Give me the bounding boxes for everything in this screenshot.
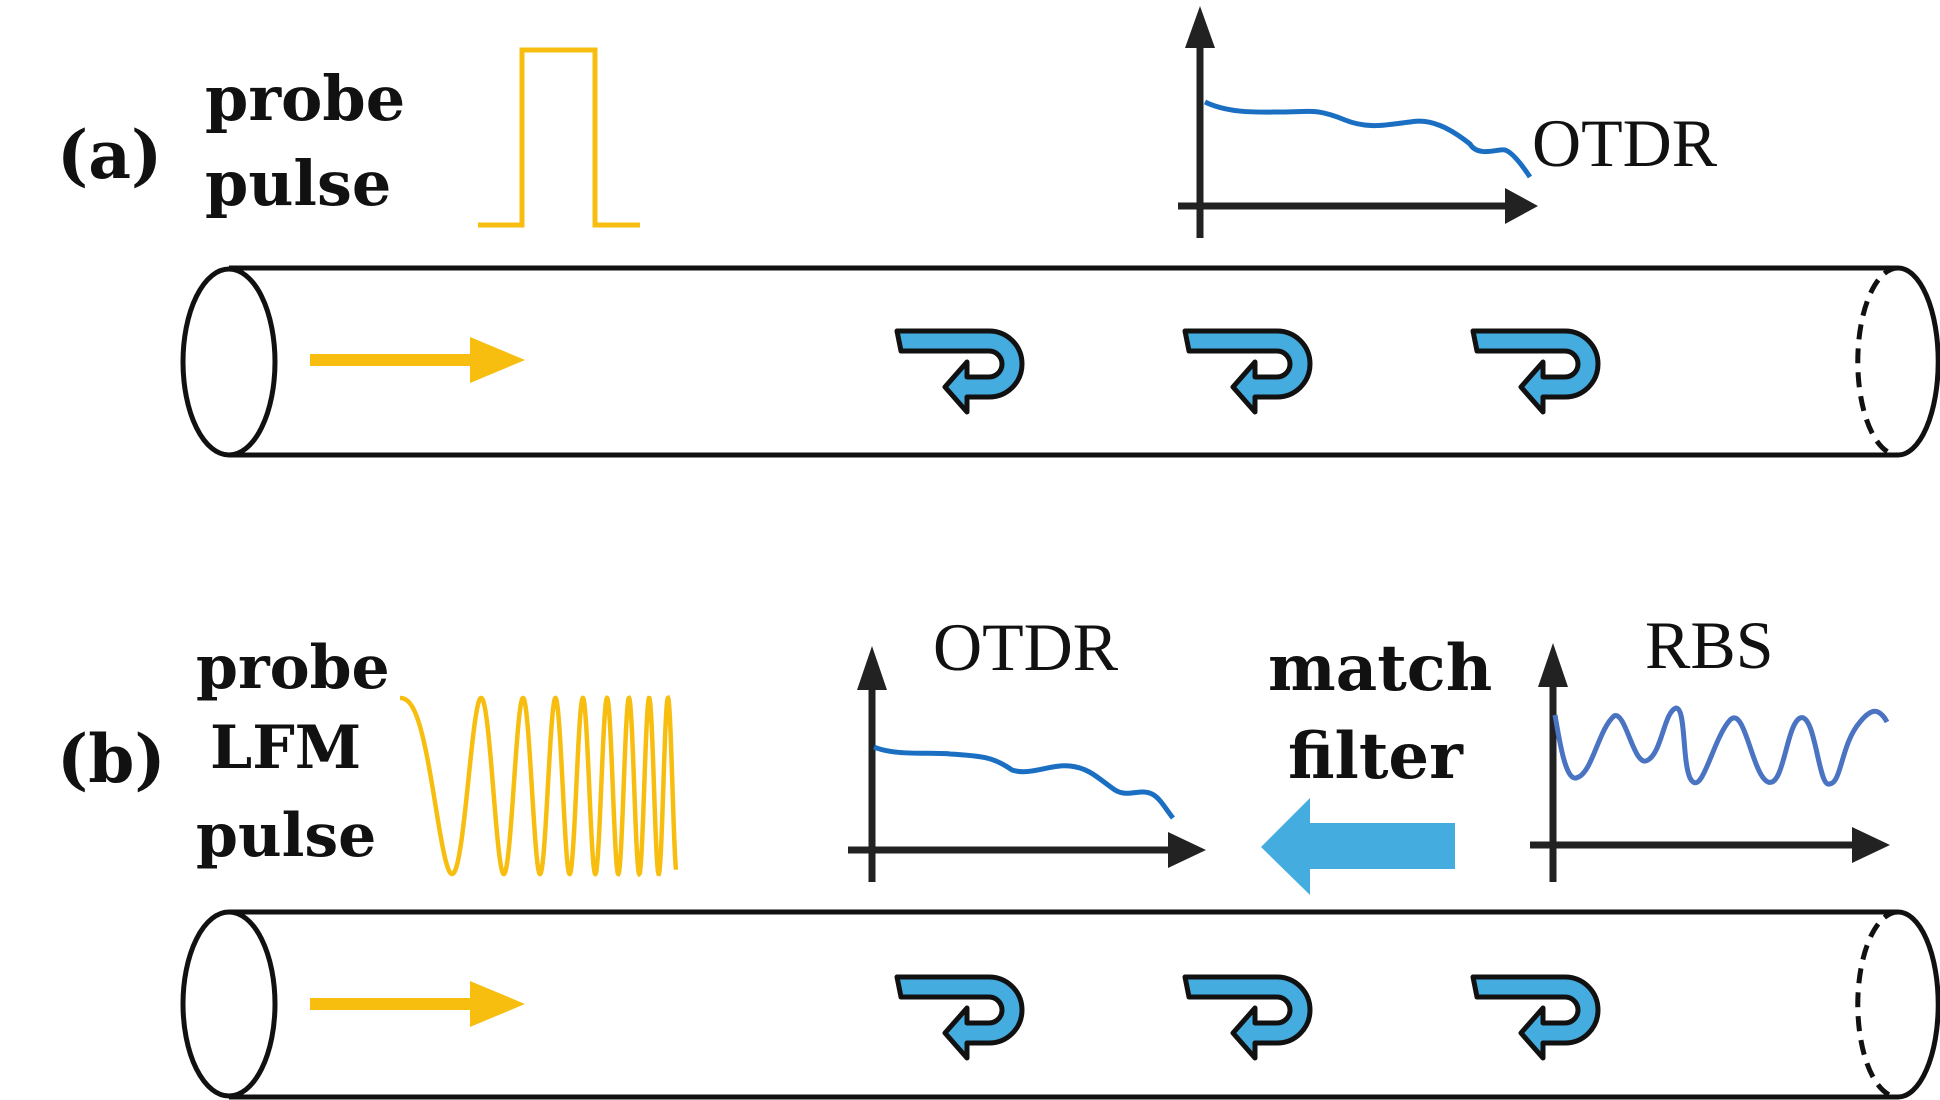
u-turn-arrow-icon [1473, 977, 1598, 1058]
u-turn-arrow-icon [897, 331, 1022, 412]
fiber-a-far-end [1855, 265, 1899, 458]
otdr-trace-curve-b [873, 744, 1175, 820]
match-filter-label-line1: match [1268, 631, 1492, 706]
right-arrow-icon [310, 981, 525, 1027]
rbs-signal-curve [1552, 705, 1890, 787]
otdr-trace-plot-b: OTDR [848, 609, 1206, 882]
fiber-a-input-end [180, 266, 278, 458]
u-turn-arrow-icon [1185, 977, 1310, 1058]
u-turn-arrow-icon [897, 977, 1022, 1058]
otdr-label-a: OTDR [1532, 105, 1718, 181]
fiber-b-input-end [180, 909, 278, 1099]
panel-a-label: (a) [57, 116, 162, 194]
u-turn-arrow-icon [1473, 331, 1598, 412]
right-arrow-icon [310, 337, 525, 383]
probe-pulse-waveform [478, 47, 640, 228]
fiber-b [180, 909, 1940, 1100]
otdr-trace-curve-a [1203, 99, 1533, 179]
left-arrow-icon [1261, 798, 1455, 895]
panel-b-probe-label-line2: LFM [210, 713, 361, 783]
rbs-plot: RBS [1530, 607, 1890, 882]
panel-a-probe-label-line2: pulse [205, 147, 391, 220]
rbs-label: RBS [1645, 607, 1774, 683]
panel-a: (a) probe pulse OTDR [57, 6, 1940, 458]
panel-b-probe-label-line3: pulse [196, 801, 376, 871]
fiber-a [180, 265, 1940, 458]
otdr-label-b: OTDR [933, 609, 1119, 685]
match-filter-label-line2: filter [1288, 719, 1464, 794]
fiber-b-far-end [1855, 909, 1899, 1100]
lfm-chirp-waveform [400, 694, 679, 878]
panel-b-probe-label-line1: probe [196, 633, 390, 703]
otdr-trace-plot-a: OTDR [1178, 6, 1718, 238]
panel-b-label: (b) [57, 720, 166, 798]
panel-b: (b) probe LFM pulse OTDR match filter RB… [57, 607, 1940, 1100]
panel-a-probe-label-line1: probe [205, 62, 405, 135]
u-turn-arrow-icon [1185, 331, 1310, 412]
